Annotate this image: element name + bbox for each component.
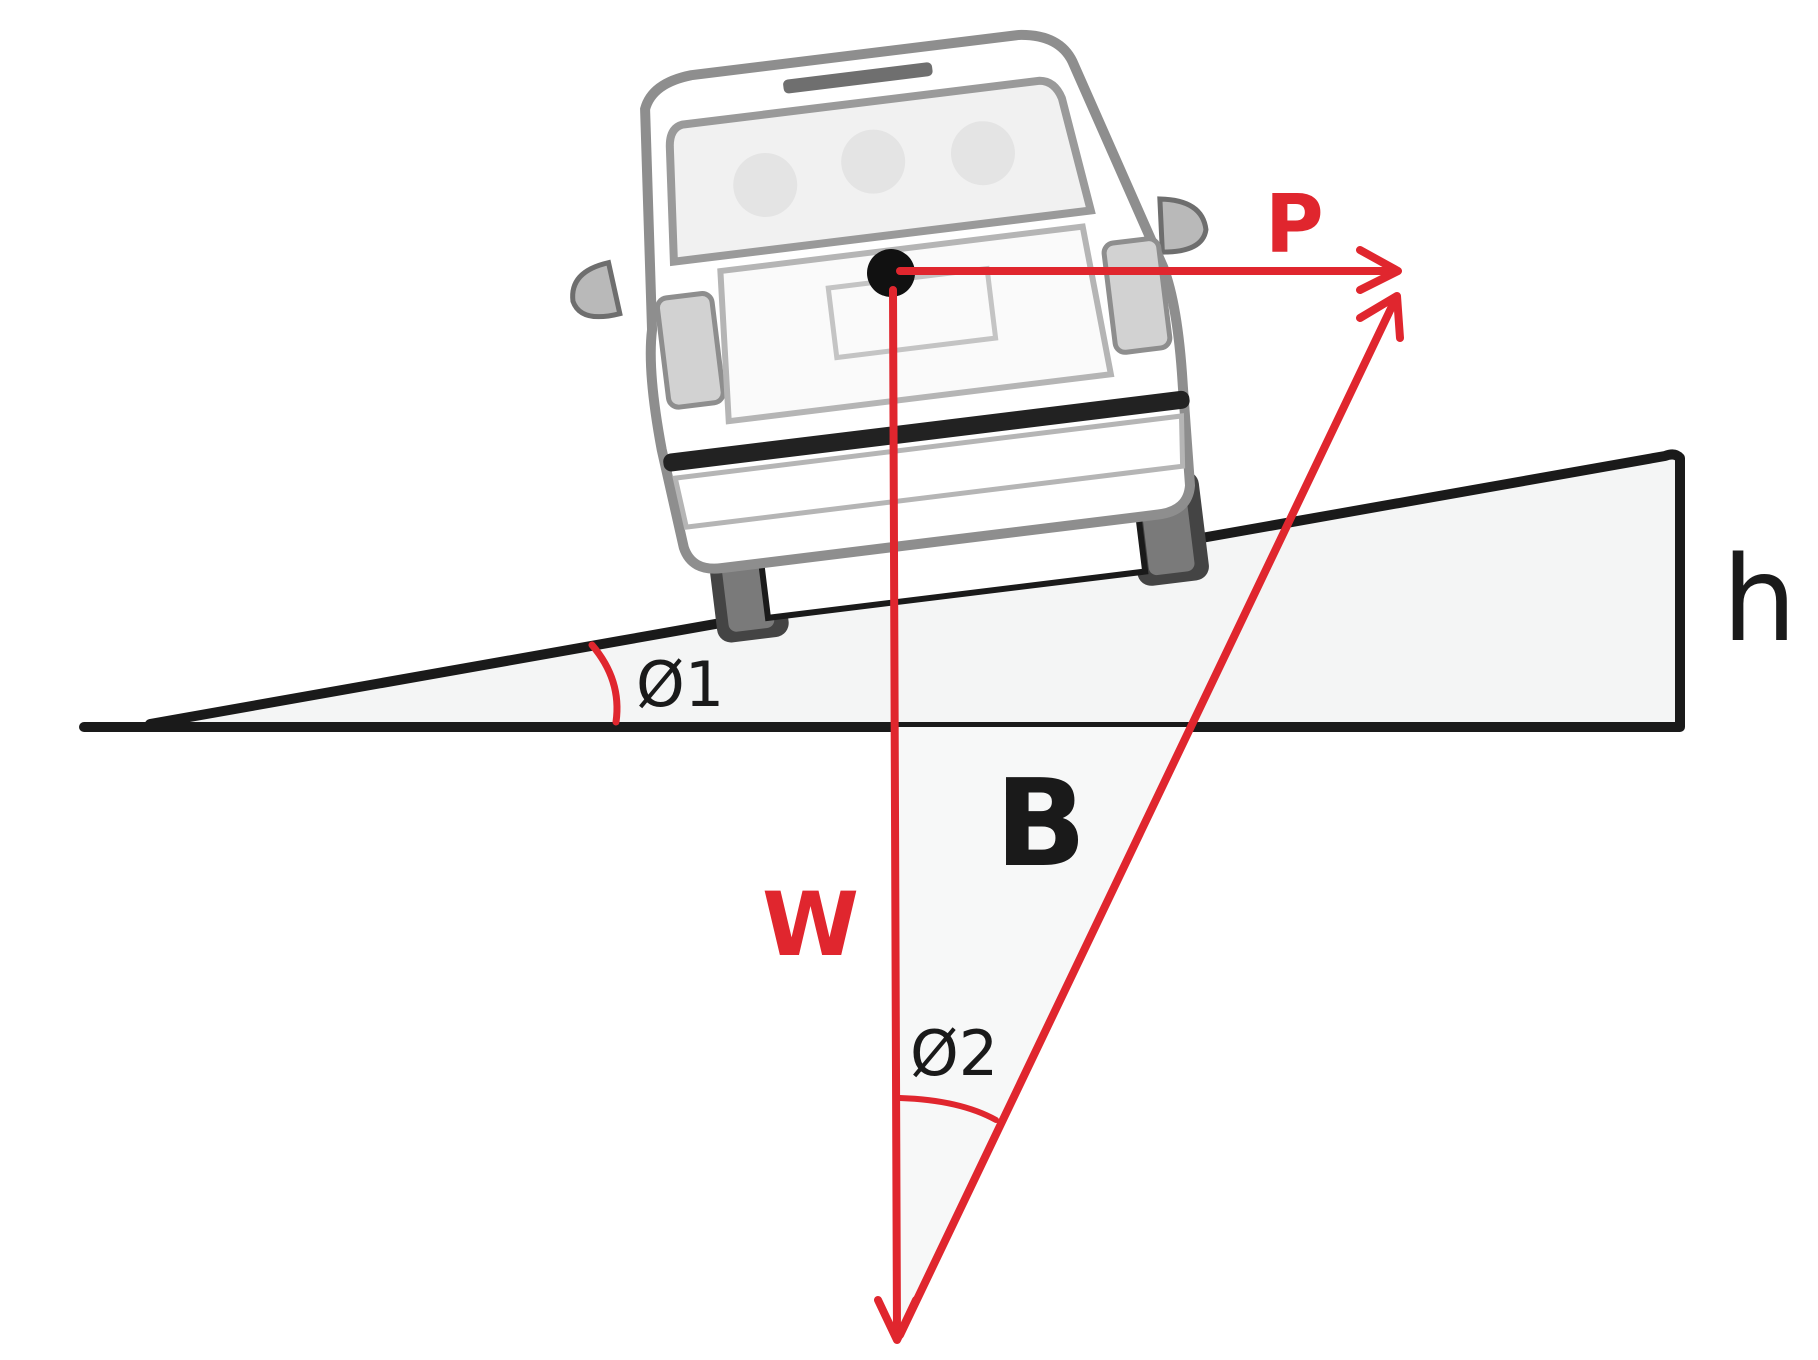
- center-of-gravity-dot: [867, 249, 915, 297]
- force-p-arrow: [896, 246, 1402, 294]
- angle-2-arc: [897, 1095, 999, 1123]
- label-angle-2: Ø2: [910, 1017, 998, 1090]
- label-h: h: [1722, 530, 1797, 668]
- label-angle-1: Ø1: [636, 648, 724, 721]
- resultant-b-arrow: [896, 292, 1404, 1339]
- car-illustration: [570, 29, 1209, 643]
- label-w: W: [762, 873, 859, 976]
- label-b: B: [995, 755, 1086, 894]
- label-p: P: [1265, 178, 1324, 271]
- angle-1-arc: [588, 641, 621, 726]
